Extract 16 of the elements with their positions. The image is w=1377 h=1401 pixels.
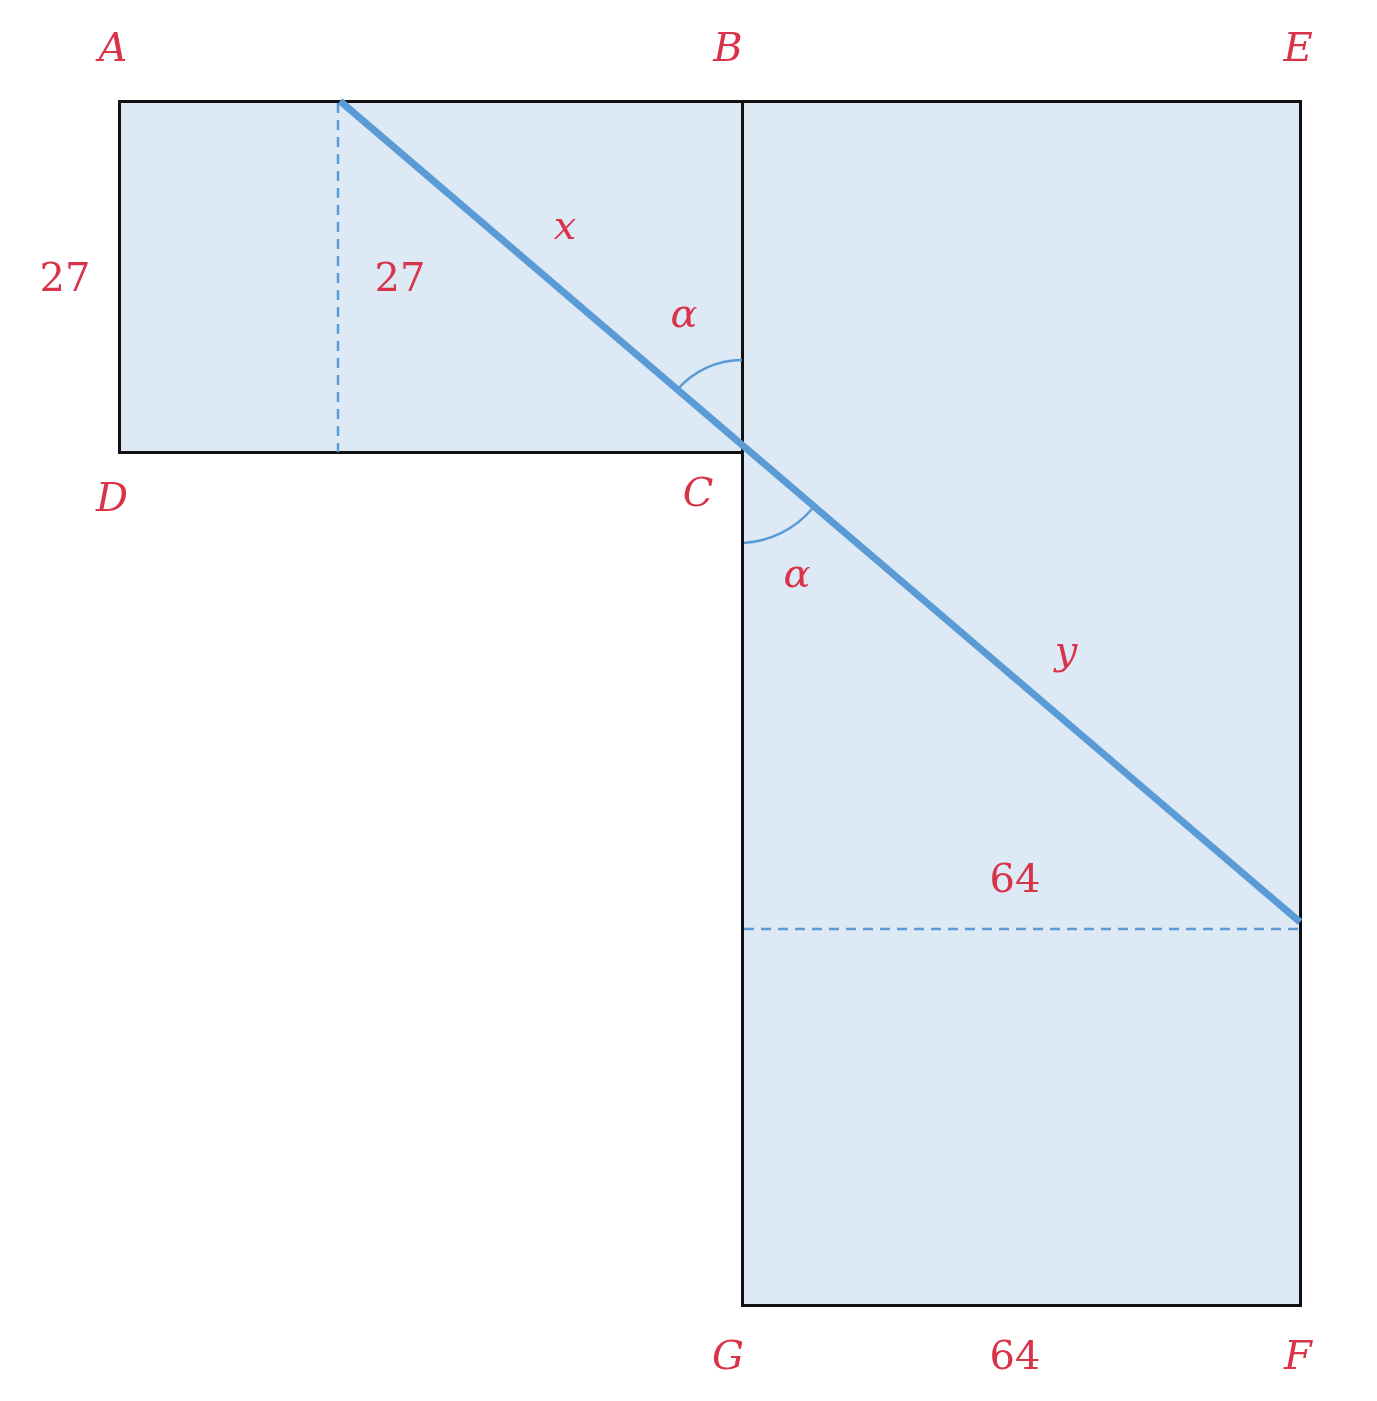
length-label: 27 bbox=[374, 257, 426, 297]
length-label: 64 bbox=[989, 1335, 1041, 1375]
vertex-label: E bbox=[1283, 27, 1313, 67]
vertex-label: α bbox=[670, 293, 698, 333]
line-segment bbox=[337, 98, 1303, 925]
vertex-label: B bbox=[713, 27, 743, 67]
vertex-label: C bbox=[682, 472, 714, 512]
vertex-label: G bbox=[712, 1335, 744, 1375]
vertex-label: x bbox=[553, 205, 577, 245]
vertex-label: D bbox=[95, 477, 129, 517]
vertex-label: F bbox=[1284, 1335, 1312, 1375]
rectangle bbox=[741, 100, 1302, 1307]
rectangle bbox=[118, 100, 744, 454]
length-label: 64 bbox=[989, 858, 1041, 898]
vertex-label: α bbox=[783, 553, 811, 593]
length-label: 27 bbox=[39, 257, 91, 297]
